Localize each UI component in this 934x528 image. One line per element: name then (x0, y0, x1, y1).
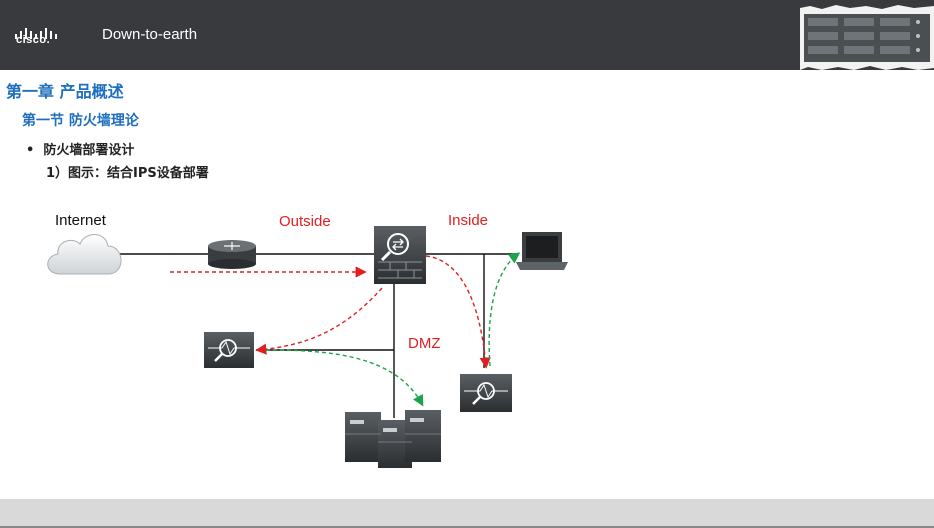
bullet-text: 防火墙部署设计 (43, 143, 135, 158)
server-rack-banner-icon (800, 5, 934, 70)
firewall-icon (374, 226, 426, 284)
label-inside: Inside (448, 212, 488, 229)
subtitle: 1）图示：结合IPS设备部署 (46, 166, 209, 181)
label-outside: Outside (279, 213, 331, 230)
dmz-servers-icon (345, 410, 441, 468)
inside-ips-icon (460, 374, 512, 412)
flow-inside-ips-to-laptop (488, 252, 521, 367)
footer-bar (0, 499, 934, 528)
header-bar: cisco. Down-to-earth (0, 0, 934, 70)
internet-cloud-icon (47, 234, 122, 275)
links (120, 253, 516, 418)
router-icon (208, 240, 256, 269)
bullet-item: • 防火墙部署设计 (26, 143, 135, 158)
cisco-logo-icon (15, 28, 57, 39)
laptop-icon (516, 232, 568, 270)
header-tagline: Down-to-earth (102, 26, 198, 43)
logo-text: cisco. (16, 34, 51, 46)
network-diagram: Internet Outside Inside DMZ (47, 212, 568, 468)
footer-divider (0, 526, 934, 528)
section-title: 第一节 防火墙理论 (22, 113, 139, 129)
label-dmz: DMZ (408, 335, 441, 352)
dmz-ips-icon (204, 332, 254, 368)
flow-firewall-to-inside-ips (425, 255, 491, 369)
flow-firewall-to-dmz-ips (255, 287, 383, 355)
flow-dmz-ips-to-servers (265, 349, 424, 407)
chapter-title: 第一章 产品概述 (6, 82, 124, 101)
label-internet: Internet (55, 212, 107, 229)
